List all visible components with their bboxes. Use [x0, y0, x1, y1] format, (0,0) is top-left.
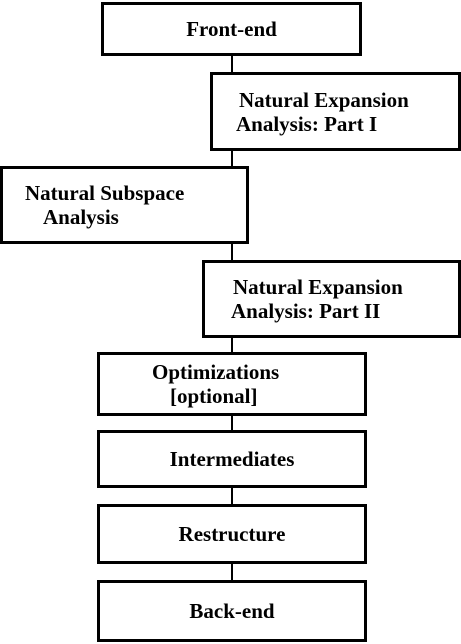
stage-optimizations-label: Optimizations [optional]	[152, 360, 279, 408]
stage-natural-expansion-part-2-line-1: Natural Expansion	[233, 275, 403, 299]
stage-front-end-label: Front-end	[186, 17, 277, 41]
stage-restructure-box: Restructure	[97, 504, 367, 564]
stage-natural-subspace-line-2: Analysis	[43, 205, 119, 229]
stage-front-end-box: Front-end	[101, 2, 362, 56]
stage-natural-subspace-box: Natural Subspace Analysis	[0, 166, 249, 244]
stage-intermediates-label: Intermediates	[170, 447, 295, 471]
stage-optimizations-box: Optimizations [optional]	[97, 352, 367, 416]
stage-back-end-line-1: Back-end	[189, 599, 275, 623]
stage-back-end-label: Back-end	[189, 599, 274, 623]
stage-restructure-label: Restructure	[179, 522, 286, 546]
stage-back-end-box: Back-end	[97, 580, 367, 642]
stage-natural-subspace-line-1: Natural Subspace	[25, 181, 185, 205]
stage-restructure-line-1: Restructure	[178, 522, 286, 546]
stage-natural-expansion-part-2-box: Natural Expansion Analysis: Part II	[202, 260, 461, 338]
stage-natural-expansion-part-1-line-1: Natural Expansion	[239, 87, 409, 112]
stage-natural-expansion-part-2-label: Natural Expansion Analysis: Part II	[231, 275, 403, 323]
stage-front-end-line-1: Front-end	[186, 17, 277, 41]
stage-optimizations-line-2: [optional]	[170, 384, 258, 408]
stage-natural-expansion-part-2-line-2: Analysis: Part II	[231, 299, 381, 323]
stage-optimizations-line-1: Optimizations	[152, 360, 280, 384]
stage-intermediates-box: Intermediates	[97, 430, 367, 488]
stage-natural-expansion-part-1-line-2: Analysis: Part I	[236, 111, 378, 136]
stage-natural-subspace-label: Natural Subspace Analysis	[25, 181, 184, 229]
stage-natural-expansion-part-1-box: Natural Expansion Analysis: Part I	[210, 72, 461, 151]
stage-intermediates-line-1: Intermediates	[169, 447, 295, 471]
stage-natural-expansion-part-1-label: Natural Expansion Analysis: Part I	[236, 87, 409, 136]
